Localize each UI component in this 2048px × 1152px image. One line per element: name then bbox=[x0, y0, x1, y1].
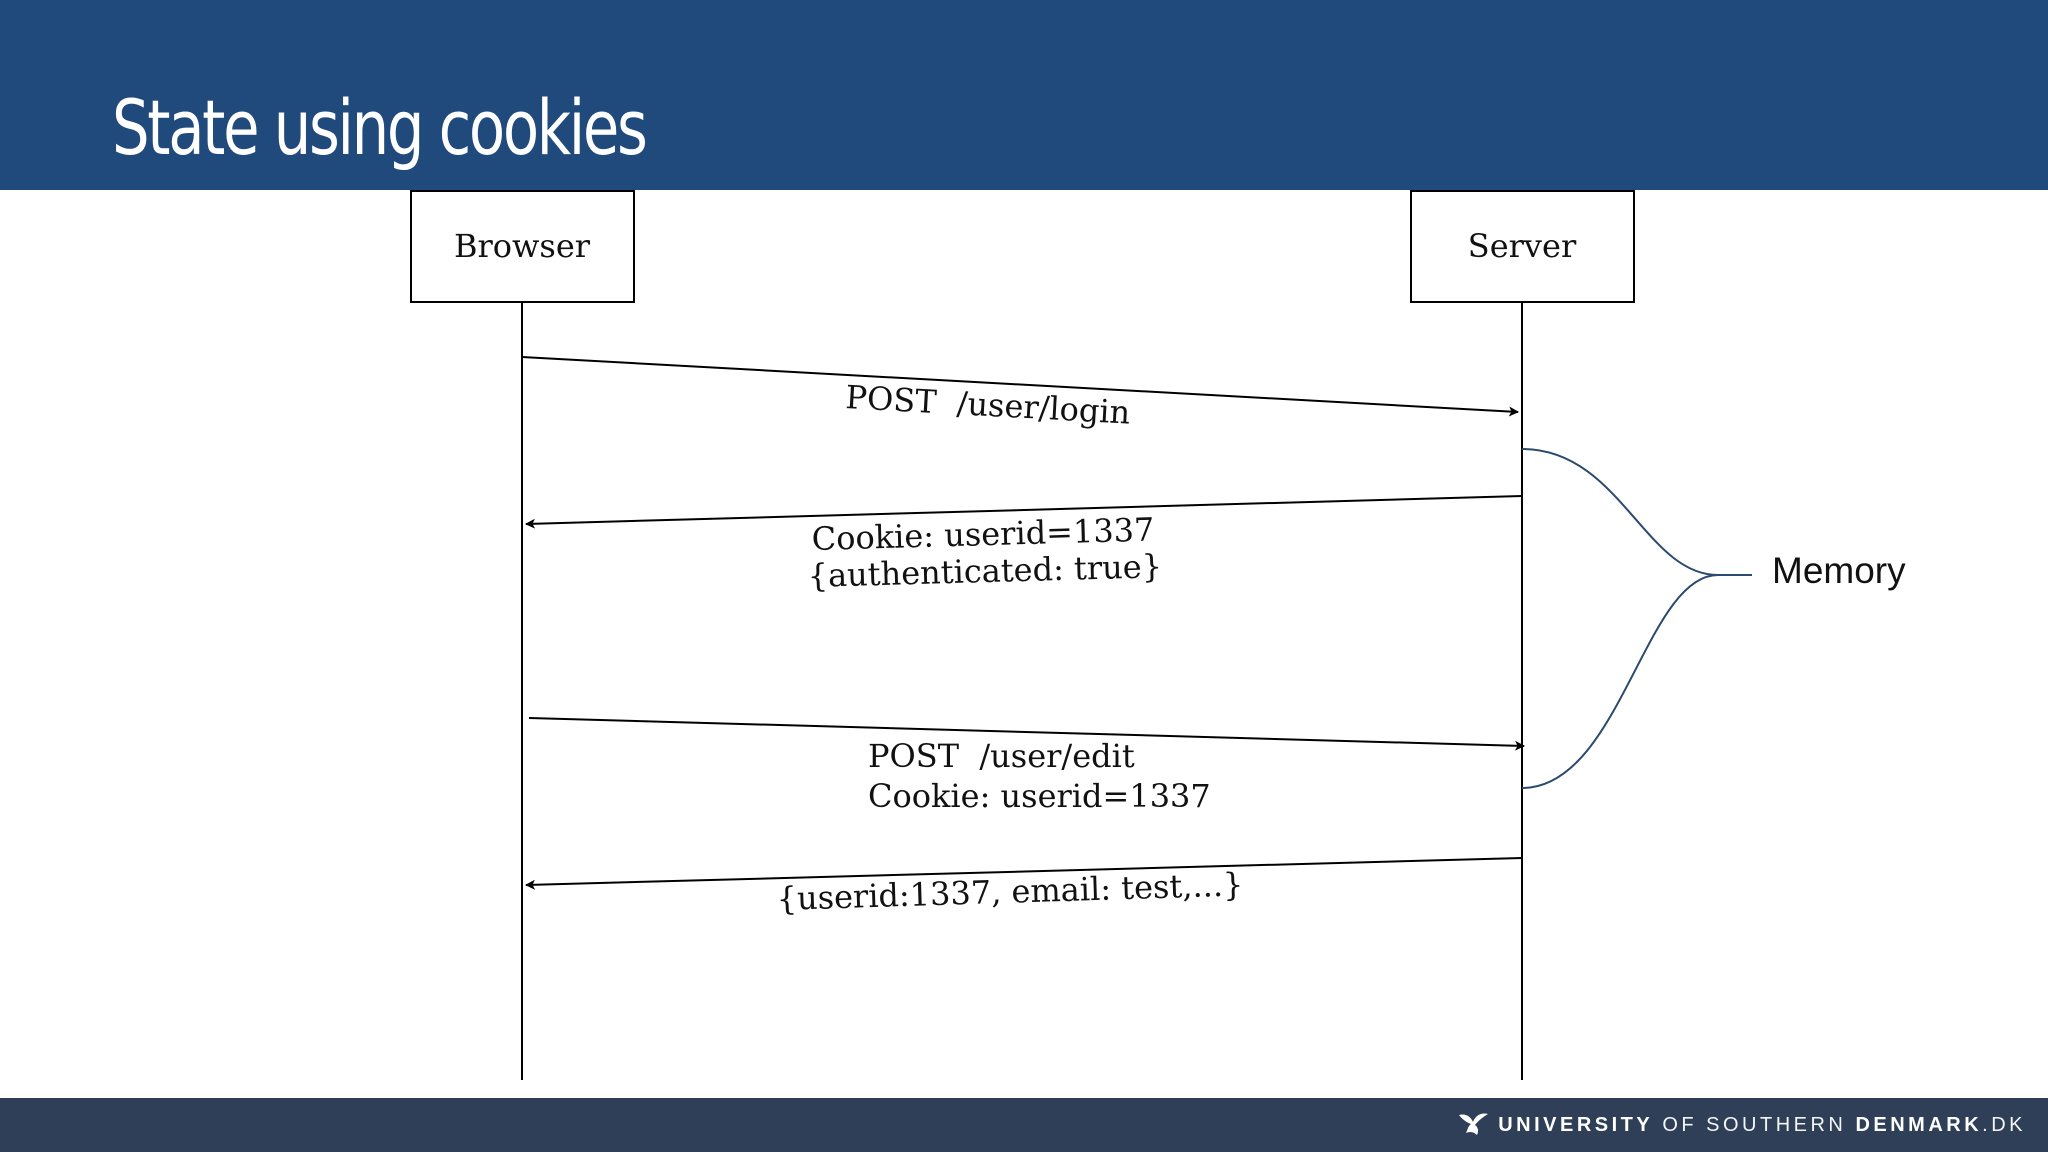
browser-label: Browser bbox=[454, 227, 591, 265]
bird-logo-icon bbox=[1456, 1111, 1490, 1139]
message-login-request: POST /user/login bbox=[521, 356, 1519, 432]
login-request-label: POST /user/login bbox=[845, 378, 1132, 432]
message-edit-response: {userid:1337, email: test,...} bbox=[525, 857, 1523, 918]
server-participant: Server bbox=[1410, 190, 1635, 303]
logo-word-denmark: DENMARK bbox=[1855, 1113, 1983, 1136]
logo-word-university: UNIVERSITY bbox=[1498, 1113, 1654, 1136]
edit-response-arrow bbox=[525, 857, 1523, 890]
edit-request-arrow bbox=[528, 717, 1525, 751]
slide-header: State using cookies bbox=[0, 0, 2048, 190]
edit-request-label-line1: POST /user/edit bbox=[868, 737, 1135, 775]
message-login-response: Cookie: userid=1337 {authenticated: true… bbox=[525, 495, 1523, 595]
edit-request-label-line2: Cookie: userid=1337 bbox=[868, 777, 1211, 815]
login-request-arrow bbox=[521, 356, 1519, 417]
memory-brace bbox=[1521, 448, 1752, 789]
slide-footer: UNIVERSITY OF SOUTHERN DENMARK .DK bbox=[0, 1098, 2048, 1152]
server-box bbox=[1410, 190, 1635, 303]
logo-suffix-dk: .DK bbox=[1982, 1113, 2026, 1136]
memory-label: Memory bbox=[1772, 550, 1906, 591]
edit-response-label: {userid:1337, email: test,...} bbox=[776, 865, 1244, 918]
university-logo: UNIVERSITY OF SOUTHERN DENMARK .DK bbox=[1456, 1098, 2026, 1152]
login-response-arrow bbox=[525, 495, 1523, 529]
server-label: Server bbox=[1468, 227, 1577, 265]
browser-participant: Browser bbox=[410, 190, 635, 303]
message-edit-request: POST /user/edit Cookie: userid=1337 bbox=[528, 717, 1525, 815]
slide-title: State using cookies bbox=[112, 83, 648, 172]
logo-word-of-southern: OF SOUTHERN bbox=[1662, 1113, 1847, 1136]
